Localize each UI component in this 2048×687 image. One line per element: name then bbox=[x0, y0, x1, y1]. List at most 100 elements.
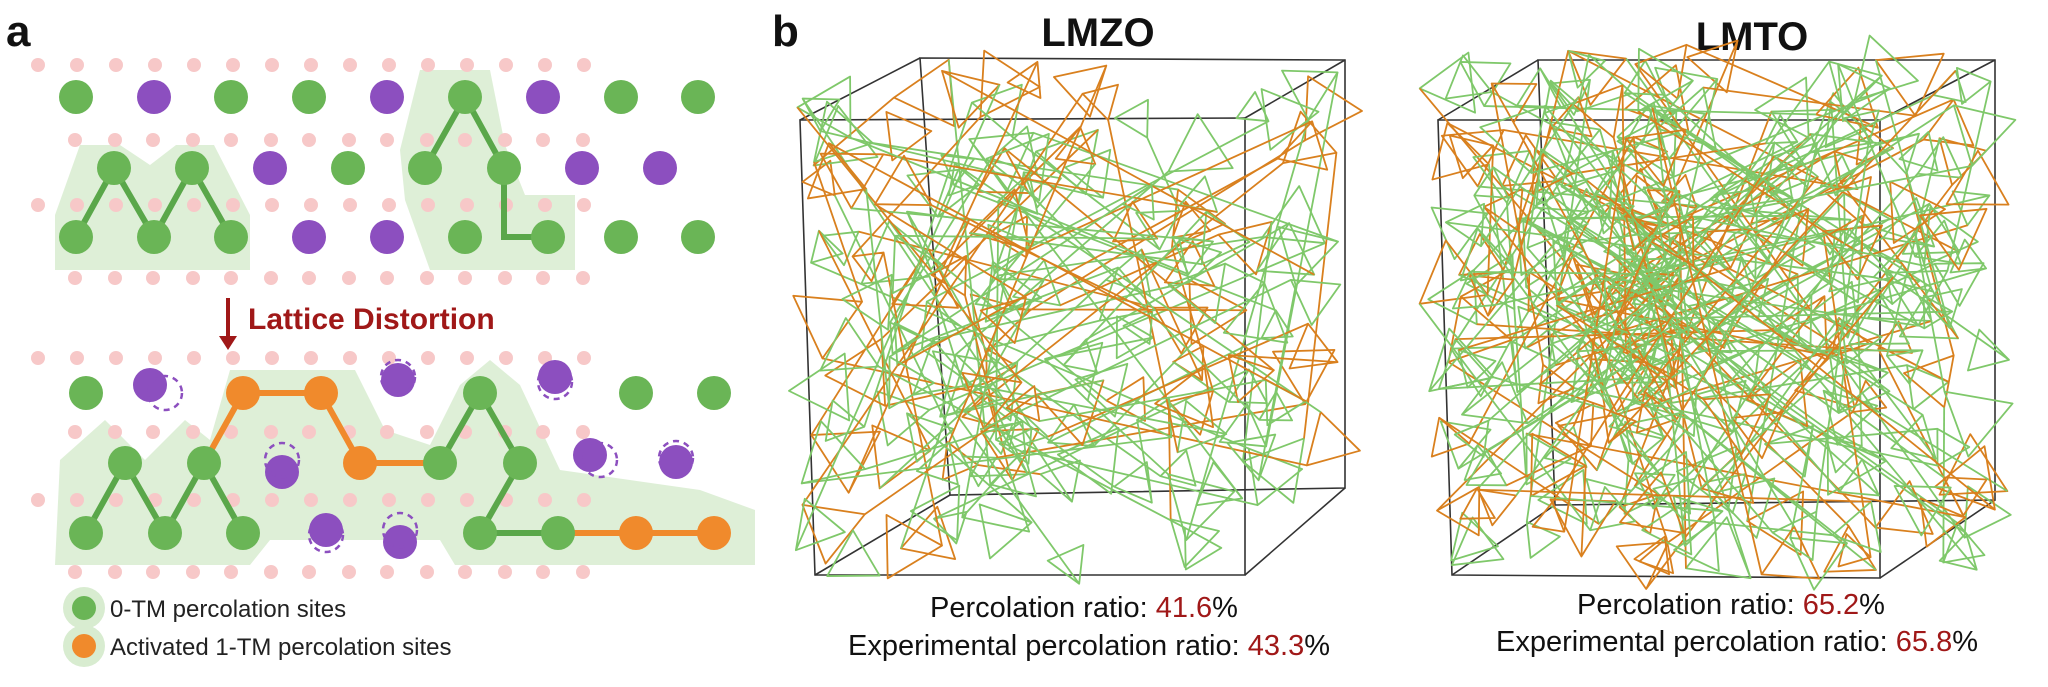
green-link-triangle bbox=[888, 355, 935, 410]
green-link-triangle bbox=[1169, 518, 1220, 568]
anion-site bbox=[31, 58, 45, 72]
top-lattice bbox=[31, 58, 715, 285]
anion-site bbox=[264, 425, 278, 439]
original-position-marker bbox=[263, 441, 301, 479]
anion-site bbox=[421, 198, 435, 212]
green-link bbox=[863, 102, 973, 428]
anion-site bbox=[536, 565, 550, 579]
lmto-percolation-note: Percolation ratio: 65.2% bbox=[1577, 589, 1885, 621]
green-link-triangle bbox=[1576, 53, 1633, 113]
green-link bbox=[1666, 362, 1686, 547]
orange-link bbox=[884, 382, 987, 407]
anion-site bbox=[265, 58, 279, 72]
legend: 0-TM percolation sites Activated 1-TM pe… bbox=[63, 587, 451, 667]
green-link bbox=[1493, 229, 1836, 307]
green-link bbox=[1526, 260, 1769, 424]
anion-site bbox=[224, 565, 238, 579]
anion-site bbox=[420, 425, 434, 439]
green-link-triangle bbox=[1642, 106, 1679, 144]
green-link-triangle bbox=[1642, 186, 1679, 220]
green-link bbox=[1764, 427, 1938, 445]
green-site bbox=[175, 151, 209, 185]
purple-site bbox=[370, 220, 404, 254]
green-link-triangle bbox=[1176, 400, 1228, 454]
green-site bbox=[214, 80, 248, 114]
orange-site bbox=[697, 516, 731, 550]
anion-site bbox=[146, 425, 160, 439]
green-site bbox=[226, 516, 260, 550]
anion-site bbox=[265, 493, 279, 507]
green-link-triangle bbox=[1515, 67, 1562, 109]
anion-site bbox=[304, 493, 318, 507]
orange-link-triangle bbox=[1288, 322, 1339, 370]
anion-site bbox=[577, 493, 591, 507]
anion-site bbox=[68, 133, 82, 147]
lmto-percolation-value: 65.2 bbox=[1803, 589, 1859, 621]
green-link bbox=[1630, 287, 1959, 524]
anion-site bbox=[382, 198, 396, 212]
green-link-triangle bbox=[1936, 427, 1971, 467]
anion-site bbox=[108, 425, 122, 439]
green-link bbox=[1257, 285, 1297, 481]
green-link-triangle bbox=[1840, 319, 1883, 365]
green-link-triangle bbox=[1453, 419, 1490, 458]
green-link bbox=[997, 236, 1263, 277]
anion-site bbox=[342, 271, 356, 285]
orange-link-triangle bbox=[1903, 354, 1955, 409]
anion-site bbox=[342, 133, 356, 147]
anion-site bbox=[264, 565, 278, 579]
green-link-triangle bbox=[1943, 390, 2014, 458]
orange-link-triangle bbox=[1550, 96, 1593, 138]
green-link-triangle bbox=[1828, 60, 1883, 116]
orange-link-triangle bbox=[979, 49, 1041, 118]
green-link bbox=[1695, 186, 1809, 387]
green-site bbox=[697, 376, 731, 410]
orange-link bbox=[1586, 180, 1996, 511]
green-link bbox=[1445, 221, 1874, 279]
orange-link bbox=[1167, 401, 1172, 520]
green-link-triangle bbox=[1465, 253, 1516, 311]
green-link bbox=[1754, 99, 1856, 216]
orange-link-triangle bbox=[1624, 64, 1690, 132]
green-site bbox=[503, 446, 537, 480]
green-site bbox=[463, 376, 497, 410]
anion-site bbox=[420, 271, 434, 285]
green-link-triangle bbox=[1916, 136, 1964, 179]
anion-site bbox=[460, 351, 474, 365]
orange-link bbox=[1905, 173, 1955, 356]
green-link bbox=[1687, 357, 1846, 501]
green-link-triangle bbox=[1113, 461, 1153, 504]
anion-site bbox=[148, 58, 162, 72]
anion-site bbox=[148, 198, 162, 212]
green-link bbox=[865, 188, 891, 409]
green-link bbox=[889, 183, 1153, 358]
anion-site bbox=[186, 271, 200, 285]
green-link-triangle bbox=[1525, 432, 1572, 486]
green-link bbox=[1570, 87, 1891, 220]
anion-site bbox=[109, 58, 123, 72]
green-link bbox=[1478, 330, 1625, 488]
orange-link-triangle bbox=[961, 371, 1023, 430]
green-link-triangle bbox=[987, 223, 1035, 275]
anion-site bbox=[187, 198, 201, 212]
green-link-triangle bbox=[1459, 61, 1512, 107]
green-link-triangle bbox=[1569, 187, 1606, 220]
green-link bbox=[1608, 194, 1990, 288]
anion-site bbox=[538, 198, 552, 212]
green-link bbox=[1653, 286, 1919, 327]
orange-link bbox=[1608, 70, 1957, 444]
green-link-triangle bbox=[1290, 278, 1342, 326]
green-link bbox=[801, 436, 1172, 485]
green-link bbox=[1473, 206, 1536, 271]
green-link-triangle bbox=[810, 229, 844, 264]
green-link bbox=[1914, 233, 1946, 392]
green-link bbox=[1667, 158, 1741, 452]
green-link-triangle bbox=[1838, 458, 1880, 497]
anion-site bbox=[382, 493, 396, 507]
orange-link-triangle bbox=[1272, 349, 1336, 406]
anion-site bbox=[68, 565, 82, 579]
green-link-triangle bbox=[1713, 477, 1776, 539]
anion-site bbox=[343, 58, 357, 72]
original-position-marker bbox=[146, 374, 184, 412]
purple-site bbox=[292, 220, 326, 254]
